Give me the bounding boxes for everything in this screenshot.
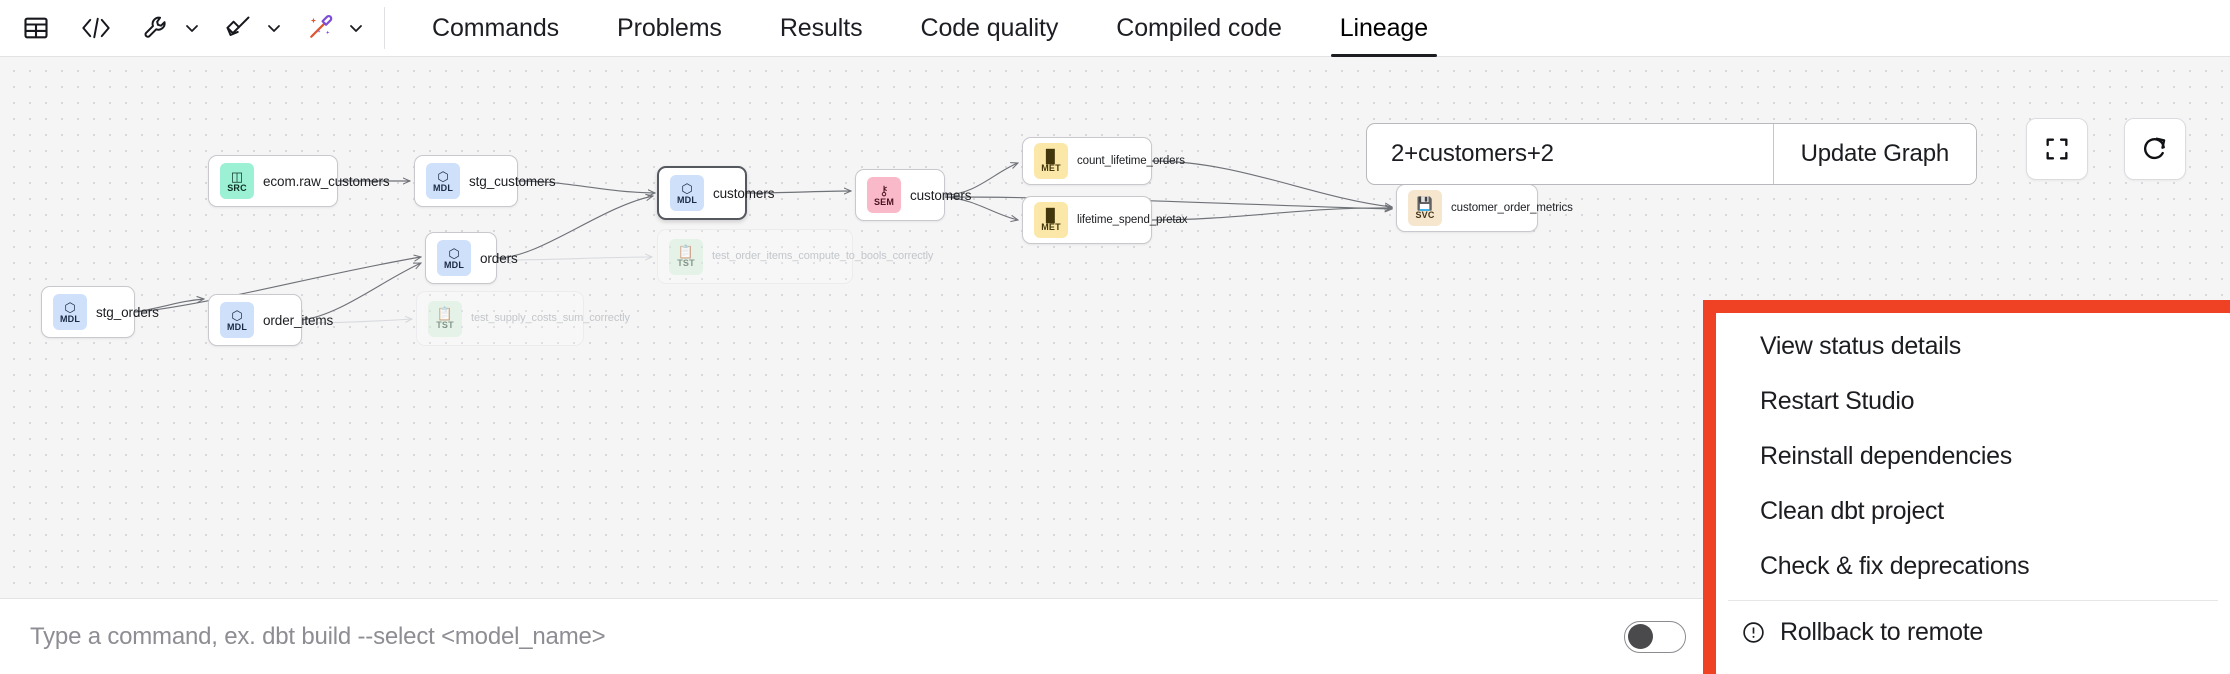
mdl-badge-icon: ⬡ MDL xyxy=(670,175,704,211)
tab-lineage[interactable]: Lineage xyxy=(1311,0,1457,57)
mdl-badge-icon: ⬡ MDL xyxy=(437,240,471,276)
node-label: stg_orders xyxy=(96,304,159,320)
bar-chart-icon: ▉ xyxy=(1046,148,1056,164)
graph-selector-bar: Update Graph xyxy=(1366,123,1977,185)
tst-badge-icon: 📋 TST xyxy=(669,238,703,275)
lineage-node[interactable]: ⬡ MDL order_items xyxy=(208,294,333,346)
mdl-badge-icon: ⬡ MDL xyxy=(220,302,254,338)
cube-icon: ⬡ xyxy=(64,299,76,315)
lineage-edges xyxy=(134,160,2230,324)
cube-icon: ⬡ xyxy=(681,180,693,196)
defer-toggle[interactable] xyxy=(1624,620,1687,653)
met-badge-icon: ▉ MET xyxy=(1034,143,1068,179)
table-icon[interactable] xyxy=(14,6,58,50)
menu-item-check-fix-deprecations[interactable]: Check & fix deprecations xyxy=(1760,552,2030,580)
lineage-node[interactable]: ⬡ MDL stg_customers xyxy=(414,155,556,207)
top-toolbar: Commands Problems Results Code quality C… xyxy=(0,0,2230,57)
broom-icon[interactable] xyxy=(216,6,260,50)
node-label: customer_order_metrics xyxy=(1451,202,1573,214)
node-label: lifetime_spend_pretax xyxy=(1077,214,1188,226)
sem-badge-icon: ⚷ SEM xyxy=(867,177,901,213)
cube-icon: ⬡ xyxy=(231,307,243,323)
node-label: ecom.raw_customers xyxy=(263,173,390,189)
graph-selector-input[interactable] xyxy=(1367,124,1773,184)
toolbar-divider xyxy=(384,7,385,49)
panel-tabs: Commands Problems Results Code quality C… xyxy=(403,0,1457,57)
update-graph-button[interactable]: Update Graph xyxy=(1772,124,1976,184)
menu-item-clean-dbt-project[interactable]: Clean dbt project xyxy=(1760,497,1944,525)
warning-icon xyxy=(1740,620,1766,646)
lineage-node[interactable]: ⚷ SEM customers xyxy=(855,169,971,221)
studio-actions-menu: View status details Restart Studio Reins… xyxy=(1716,313,2230,674)
refresh-icon[interactable] xyxy=(2124,118,2186,180)
lineage-node[interactable]: 💾 SVC customer_order_metrics xyxy=(1396,184,1573,232)
lineage-node-test[interactable]: 📋 TST test_supply_costs_sum_correctly xyxy=(416,291,630,346)
menu-item-restart-studio[interactable]: Restart Studio xyxy=(1760,387,1915,415)
cube-icon: ⬡ xyxy=(448,245,460,261)
mdl-badge-icon: ⬡ MDL xyxy=(53,294,87,330)
magic-wand-icon[interactable] xyxy=(298,6,342,50)
menu-item-label: Rollback to remote xyxy=(1780,618,1984,646)
wrench-chevron-down-icon[interactable] xyxy=(178,6,206,50)
tst-badge-icon: 📋 TST xyxy=(428,300,462,337)
lineage-node[interactable]: ▉ MET lifetime_spend_pretax xyxy=(1022,196,1188,244)
node-label: count_lifetime_orders xyxy=(1077,155,1185,167)
met-badge-icon: ▉ MET xyxy=(1034,202,1068,238)
editor-tool-group xyxy=(0,0,403,57)
node-label: customers xyxy=(910,187,972,203)
node-label: test_supply_costs_sum_correctly xyxy=(471,312,630,324)
node-label: test_order_items_compute_to_bools_correc… xyxy=(712,250,934,262)
toggle-knob xyxy=(1628,624,1654,649)
database-icon: ◫ xyxy=(230,168,244,184)
node-label: customers xyxy=(713,185,775,201)
menu-item-reinstall-dependencies[interactable]: Reinstall dependencies xyxy=(1760,442,2012,470)
tab-results[interactable]: Results xyxy=(779,13,863,42)
tab-code-quality[interactable]: Code quality xyxy=(920,13,1059,42)
magic-chevron-down-icon[interactable] xyxy=(342,6,370,50)
command-input[interactable] xyxy=(0,622,1625,651)
mdl-badge-icon: ⬡ MDL xyxy=(426,163,460,199)
menu-divider xyxy=(1728,600,2218,601)
graph-nodes-icon: ⚷ xyxy=(879,182,889,198)
menu-item-view-status-details[interactable]: View status details xyxy=(1760,332,1961,360)
broom-chevron-down-icon[interactable] xyxy=(260,6,288,50)
lineage-node[interactable]: ⬡ MDL orders xyxy=(425,232,518,284)
node-label: order_items xyxy=(263,312,334,328)
save-disk-icon: 💾 xyxy=(1416,195,1434,211)
wrench-icon[interactable] xyxy=(134,6,178,50)
src-badge-icon: ◫ SRC xyxy=(220,163,254,199)
menu-item-rollback-to-remote[interactable]: Rollback to remote xyxy=(1716,605,2230,660)
lineage-node-selected[interactable]: ⬡ MDL customers xyxy=(657,166,774,220)
lineage-node-test[interactable]: 📋 TST test_order_items_compute_to_bools_… xyxy=(657,229,933,284)
fullscreen-icon[interactable] xyxy=(2026,118,2088,180)
svc-badge-icon: 💾 SVC xyxy=(1408,190,1442,226)
clipboard-check-icon: 📋 xyxy=(677,244,695,259)
tab-compiled-code[interactable]: Compiled code xyxy=(1116,13,1282,42)
node-label: orders xyxy=(480,250,518,266)
node-label: stg_customers xyxy=(469,173,556,189)
code-icon[interactable] xyxy=(74,6,118,50)
lineage-node[interactable]: ▉ MET count_lifetime_orders xyxy=(1022,137,1185,185)
bar-chart-icon: ▉ xyxy=(1046,207,1056,223)
lineage-node[interactable]: ⬡ MDL stg_orders xyxy=(41,286,159,338)
tab-problems[interactable]: Problems xyxy=(617,13,722,42)
lineage-node[interactable]: ◫ SRC ecom.raw_customers xyxy=(208,155,390,207)
cube-icon: ⬡ xyxy=(437,168,449,184)
clipboard-check-icon: 📋 xyxy=(436,306,454,321)
tab-commands[interactable]: Commands xyxy=(432,13,560,42)
